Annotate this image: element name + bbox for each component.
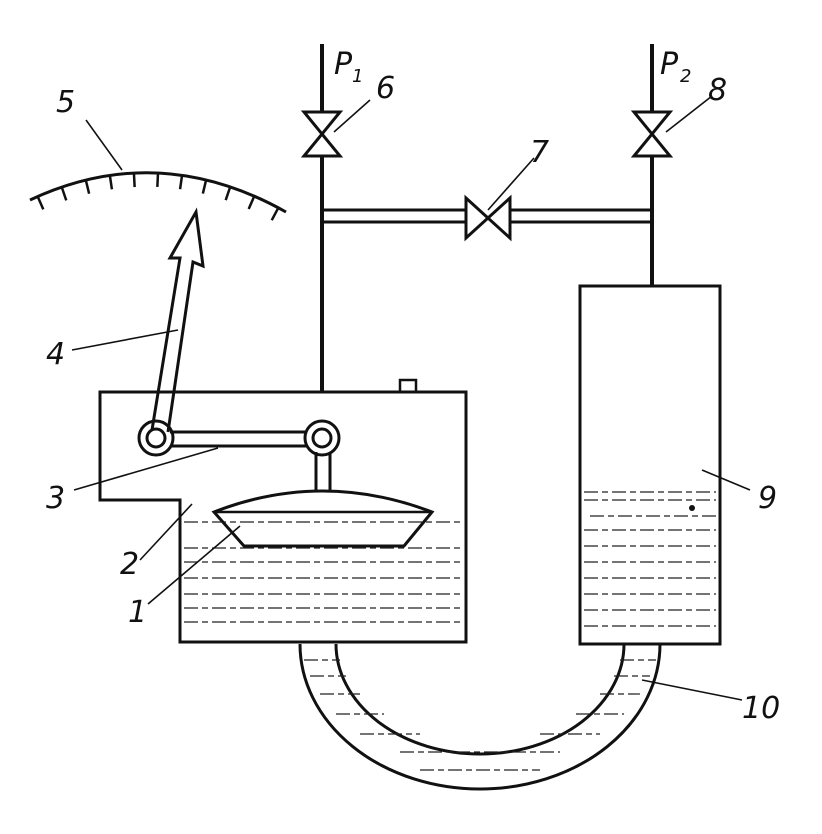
label-1: 1 <box>128 595 147 630</box>
label-5: 5 <box>56 85 75 120</box>
label-9: 9 <box>758 481 777 516</box>
scale-ticks <box>36 172 280 221</box>
scale-tick <box>201 179 208 194</box>
label-7: 7 <box>530 135 549 170</box>
scale-tick <box>156 172 160 188</box>
pointer-arrow <box>150 207 205 433</box>
valve-8 <box>630 110 674 158</box>
scale-tick <box>178 175 184 190</box>
scale-tick <box>247 195 256 210</box>
label-3: 3 <box>46 481 65 516</box>
float-stem <box>314 452 332 490</box>
scale-tick <box>36 196 45 210</box>
valve-6 <box>300 110 344 158</box>
label-8: 8 <box>708 73 727 108</box>
leader-lines <box>71 95 751 701</box>
left-pivot <box>137 419 175 457</box>
float <box>211 489 435 548</box>
valve-7 <box>464 194 512 242</box>
scale-arc <box>29 171 287 221</box>
right-pivot <box>303 419 341 457</box>
scale-tick <box>132 172 136 188</box>
scale-tick <box>224 186 232 201</box>
vent-cap <box>398 378 418 394</box>
u-tube-liquid <box>304 659 656 771</box>
u-tube <box>298 643 662 791</box>
p2-letter: P <box>660 47 679 82</box>
lever-link <box>170 430 306 448</box>
scale-tick <box>108 175 114 190</box>
p1-letter: P <box>334 47 353 82</box>
label-2: 2 <box>120 547 139 582</box>
p1-subscript: 1 <box>352 66 363 87</box>
label-6: 6 <box>376 71 395 106</box>
right-vessel-liquid <box>584 491 716 627</box>
pressure-p2: P 2 <box>660 47 691 87</box>
label-4: 4 <box>46 337 65 372</box>
scale-tick <box>60 186 68 201</box>
scale-tick <box>84 179 91 195</box>
left-chamber-liquid <box>184 521 462 623</box>
right-vessel <box>578 284 722 646</box>
left-chamber <box>98 378 468 644</box>
scale-tick <box>270 207 280 221</box>
label-10: 10 <box>742 691 780 726</box>
pipes <box>320 44 654 392</box>
p2-subscript: 2 <box>680 66 691 87</box>
pressure-p1: P 1 <box>334 47 363 87</box>
